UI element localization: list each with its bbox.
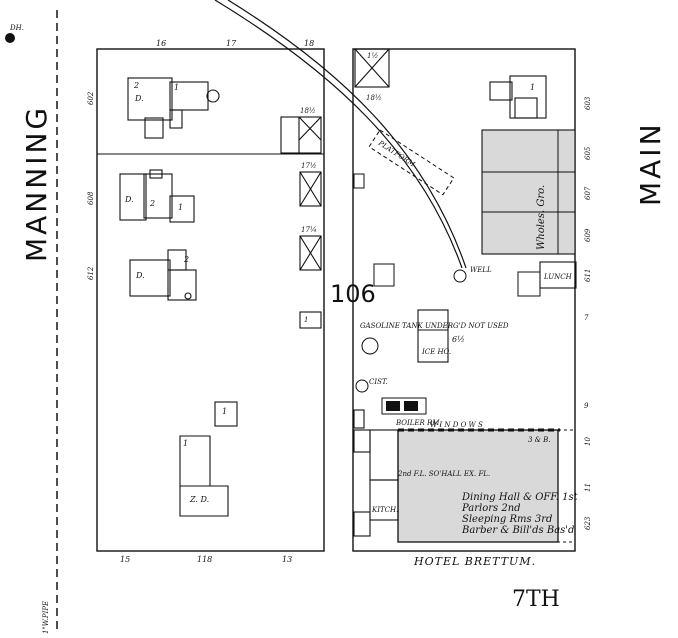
shed-num: 18½: [300, 107, 316, 115]
west-side-num: 608: [87, 191, 95, 205]
dwelling-story: 1: [183, 439, 188, 448]
east-side-num: 10: [584, 437, 592, 446]
dwelling-story: 2: [149, 199, 155, 208]
dwelling-label: D.: [134, 94, 144, 103]
east-side-num: 7: [584, 314, 589, 322]
platform-outline: PLATFORM: [368, 129, 455, 196]
shed-num: 1½: [367, 52, 378, 60]
gasoline-tank-icon: [361, 337, 379, 355]
east-side-num: 611: [584, 269, 592, 282]
east-dwelling-story: 1: [530, 83, 535, 92]
hotel-use: Dining Hall & OFF. 1st: [461, 492, 579, 503]
corner-dot-icon: [5, 33, 15, 43]
ice-label: ICE HO.: [421, 348, 451, 356]
west-top-num: 18: [304, 39, 314, 48]
east-side-num: 609: [584, 228, 592, 242]
dwelling-story: 2: [133, 81, 139, 90]
east-side-num: 11: [584, 483, 592, 492]
storey-mark: 3 & B.: [528, 436, 551, 444]
east-dwelling: [489, 75, 547, 119]
hotel-use: Parlors 2nd: [461, 503, 521, 514]
ice-number: 6½: [452, 335, 465, 344]
hotel-floor-note: 2nd F.L. SO'HALL EX. FL.: [397, 470, 490, 478]
shed-num: 18½: [366, 94, 382, 102]
west-bottom-num: 15: [120, 555, 130, 564]
east-small-shed: [353, 173, 365, 189]
dwelling-label: Z. D.: [189, 495, 209, 504]
east-block-outline: [352, 48, 576, 552]
east-side-num: 603: [584, 96, 592, 110]
pipe-label: 1"W.PIPE: [42, 601, 50, 634]
dwelling-label: D.: [135, 271, 145, 280]
boiler-room: [381, 397, 427, 415]
east-top-shed: [354, 48, 390, 88]
street-manning: MANNING: [20, 105, 53, 262]
west-dwelling-2: [119, 169, 195, 223]
west-bottom-num: 13: [282, 555, 292, 564]
west-side-num: 602: [87, 91, 95, 105]
cistern-icon: [355, 379, 369, 393]
ice-house: [417, 309, 449, 363]
dwelling-story: 1: [174, 83, 179, 92]
street-main: MAIN: [634, 121, 667, 206]
shed-story: 1: [304, 316, 308, 324]
cistern-label: CIST.: [369, 378, 388, 386]
kitchen-label: KITCH.: [371, 506, 398, 514]
boiler-label: BOILER RM.: [395, 419, 442, 427]
dwelling-story: 2: [183, 255, 189, 264]
street-7th: 7TH: [512, 587, 560, 612]
well-icon: [453, 269, 467, 283]
shed-num: 17½: [301, 162, 317, 170]
west-top-num: 16: [156, 39, 166, 48]
corner-mark: DH.: [9, 24, 24, 32]
gas-label: GASOLINE TANK UNDERG'D NOT USED: [360, 322, 509, 330]
shed-story: 1: [222, 407, 227, 416]
dwelling-label: D.: [124, 195, 134, 204]
wholesale-label: Wholes. Gro.: [536, 185, 547, 250]
east-side-num: 605: [584, 146, 592, 160]
west-sheds-column: [280, 116, 322, 329]
block-number: 106: [330, 280, 376, 308]
kitchen-wing: [353, 409, 399, 537]
hotel-use: Barber & Bill'ds Bas'd: [461, 525, 574, 536]
hotel-use: Sleeping Rms 3rd: [462, 514, 552, 525]
lunch-label: LUNCH: [543, 273, 573, 281]
shed-num: 17¼: [301, 226, 317, 234]
dwelling-story: 1: [178, 203, 183, 212]
west-dwelling-1: [127, 77, 220, 139]
hotel-name: HOTEL BRETTUM.: [413, 555, 536, 568]
east-side-num: 9: [584, 402, 589, 410]
west-shed: [214, 401, 238, 427]
well-label: WELL: [470, 266, 492, 274]
east-side-num: 607: [584, 186, 592, 200]
west-bottom-num: 118: [197, 555, 212, 564]
west-side-num: 612: [87, 266, 95, 280]
west-dwelling-3: [129, 249, 197, 301]
east-side-num: 623: [584, 516, 592, 530]
lunch-annex: [517, 271, 541, 297]
hotel-brettum: [397, 428, 576, 543]
railroad-track: [214, 0, 463, 269]
windows-label: W I N D O W S: [430, 421, 483, 429]
wholesale-grocery: [481, 129, 576, 255]
west-block-outline: [96, 48, 325, 552]
west-top-num: 17: [226, 39, 237, 48]
east-shed: [373, 263, 395, 287]
railroad-track-rail: [227, 0, 467, 269]
west-dwelling-4: [179, 435, 229, 517]
